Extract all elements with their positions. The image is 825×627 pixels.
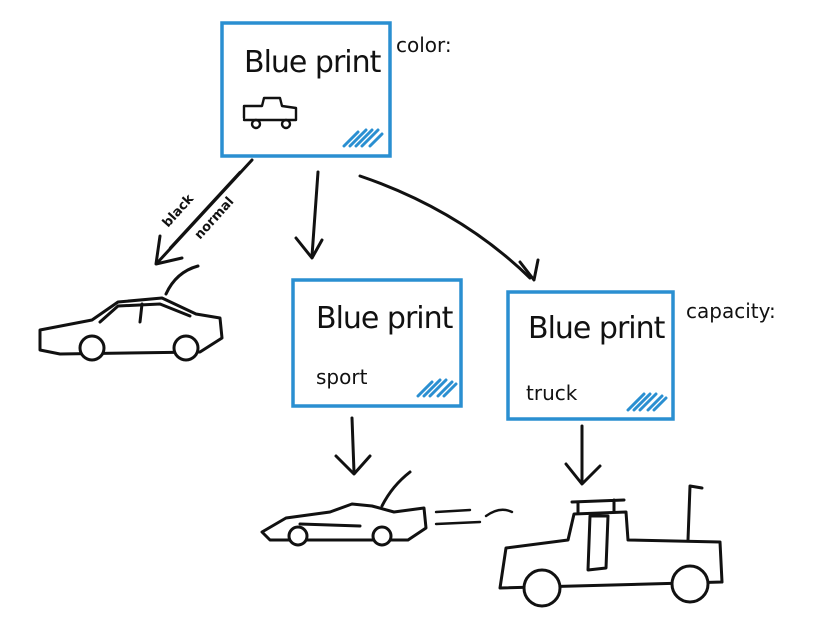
race-car-sketch [260,470,514,547]
capacity-annotation: capacity: [686,299,776,323]
root-blueprint-title: Blue print [244,45,382,80]
truck-blueprint-title: Blue print [528,311,666,346]
pickup-truck-sketch [498,484,724,608]
arrow-to-pickup [564,424,602,486]
truck-blueprint-frame [506,290,675,421]
sport-blueprint-hatch [416,378,458,398]
root-blueprint-hatch [342,128,384,148]
sport-blueprint-label: sport [316,365,368,389]
sport-blueprint-title: Blue print [316,301,454,336]
arrow-to-sedan [154,158,254,266]
truck-blueprint-label: truck [526,381,578,405]
root-blueprint-frame [220,21,392,158]
small-car-icon [242,96,298,130]
root-blueprint-box: Blue print [220,21,392,158]
truck-blueprint-box: Blue print truck [506,290,675,421]
truck-blueprint-hatch [626,392,668,412]
sport-blueprint-box: Blue print sport [291,278,463,408]
sedan-car-sketch [38,264,224,362]
arrow-to-sport [294,170,324,260]
arrow-to-truck [358,174,540,282]
arrow-to-race-car [334,416,372,476]
sport-blueprint-frame [291,278,463,408]
color-annotation: color: [396,33,452,57]
